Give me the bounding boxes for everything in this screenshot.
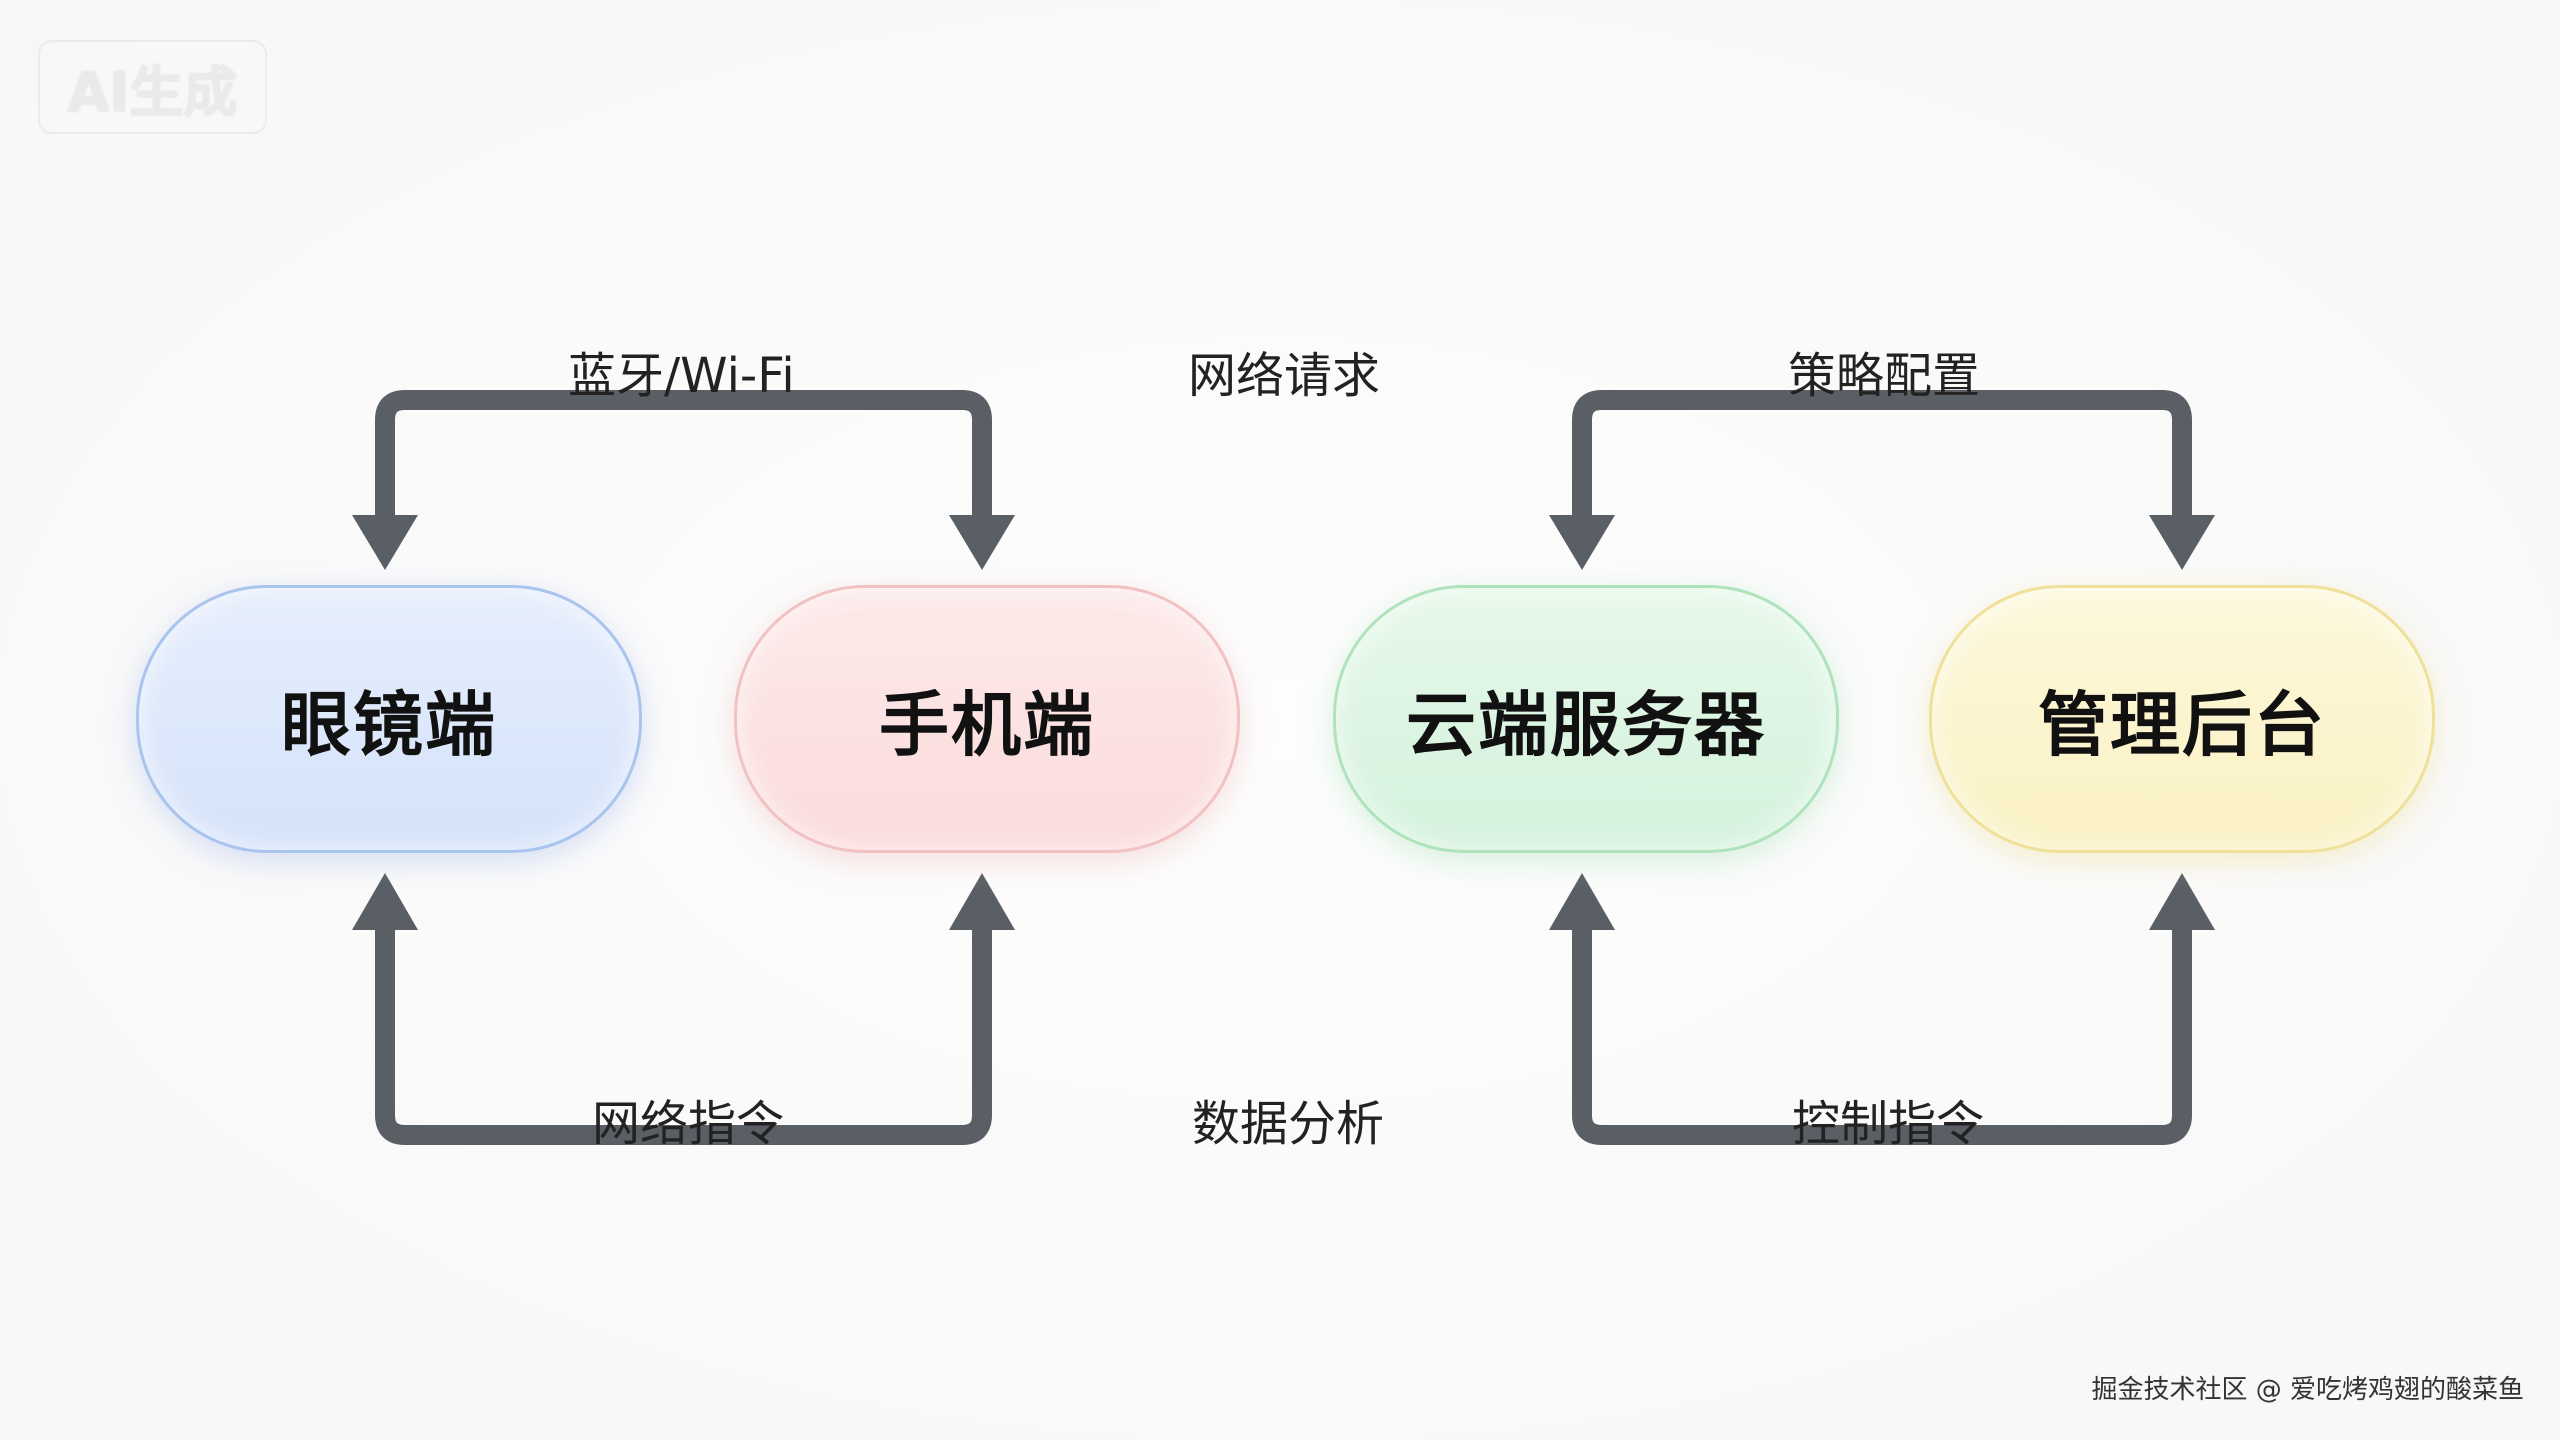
arrowhead-cloud-top [1549,515,1615,570]
arrowhead-admin-top [2149,515,2215,570]
label-policy-config: 策略配置 [1788,348,1981,404]
ai-generated-badge: AI生成 [38,40,267,134]
arrowhead-glasses-bottom [352,873,418,930]
node-admin-console: 管理后台 [1929,585,2435,853]
node-phone: 手机端 [734,585,1240,853]
arrow-cloud-admin-top [1572,390,2192,535]
arrow-glasses-phone-bottom [375,905,992,1145]
arrowhead-phone-top [949,515,1015,570]
label-data-analysis: 数据分析 [1192,1096,1385,1152]
label-network-command: 网络指令 [592,1096,785,1152]
node-cloud-server: 云端服务器 [1333,585,1839,853]
arrow-glasses-phone-top [375,390,992,535]
node-glasses: 眼镜端 [136,585,642,853]
arrowhead-phone-bottom [949,873,1015,930]
arrow-cloud-admin-bottom [1572,905,2192,1145]
label-control-command: 控制指令 [1792,1096,1985,1152]
arrowhead-cloud-bottom [1549,873,1615,930]
label-bluetooth-wifi: 蓝牙/Wi-Fi [568,348,795,404]
arrowhead-admin-bottom [2149,873,2215,930]
arrowhead-glasses-top [352,515,418,570]
watermark-text: 掘金技术社区 @ 爱吃烤鸡翅的酸菜鱼 [2091,1375,2524,1405]
label-network-request: 网络请求 [1188,348,1381,404]
